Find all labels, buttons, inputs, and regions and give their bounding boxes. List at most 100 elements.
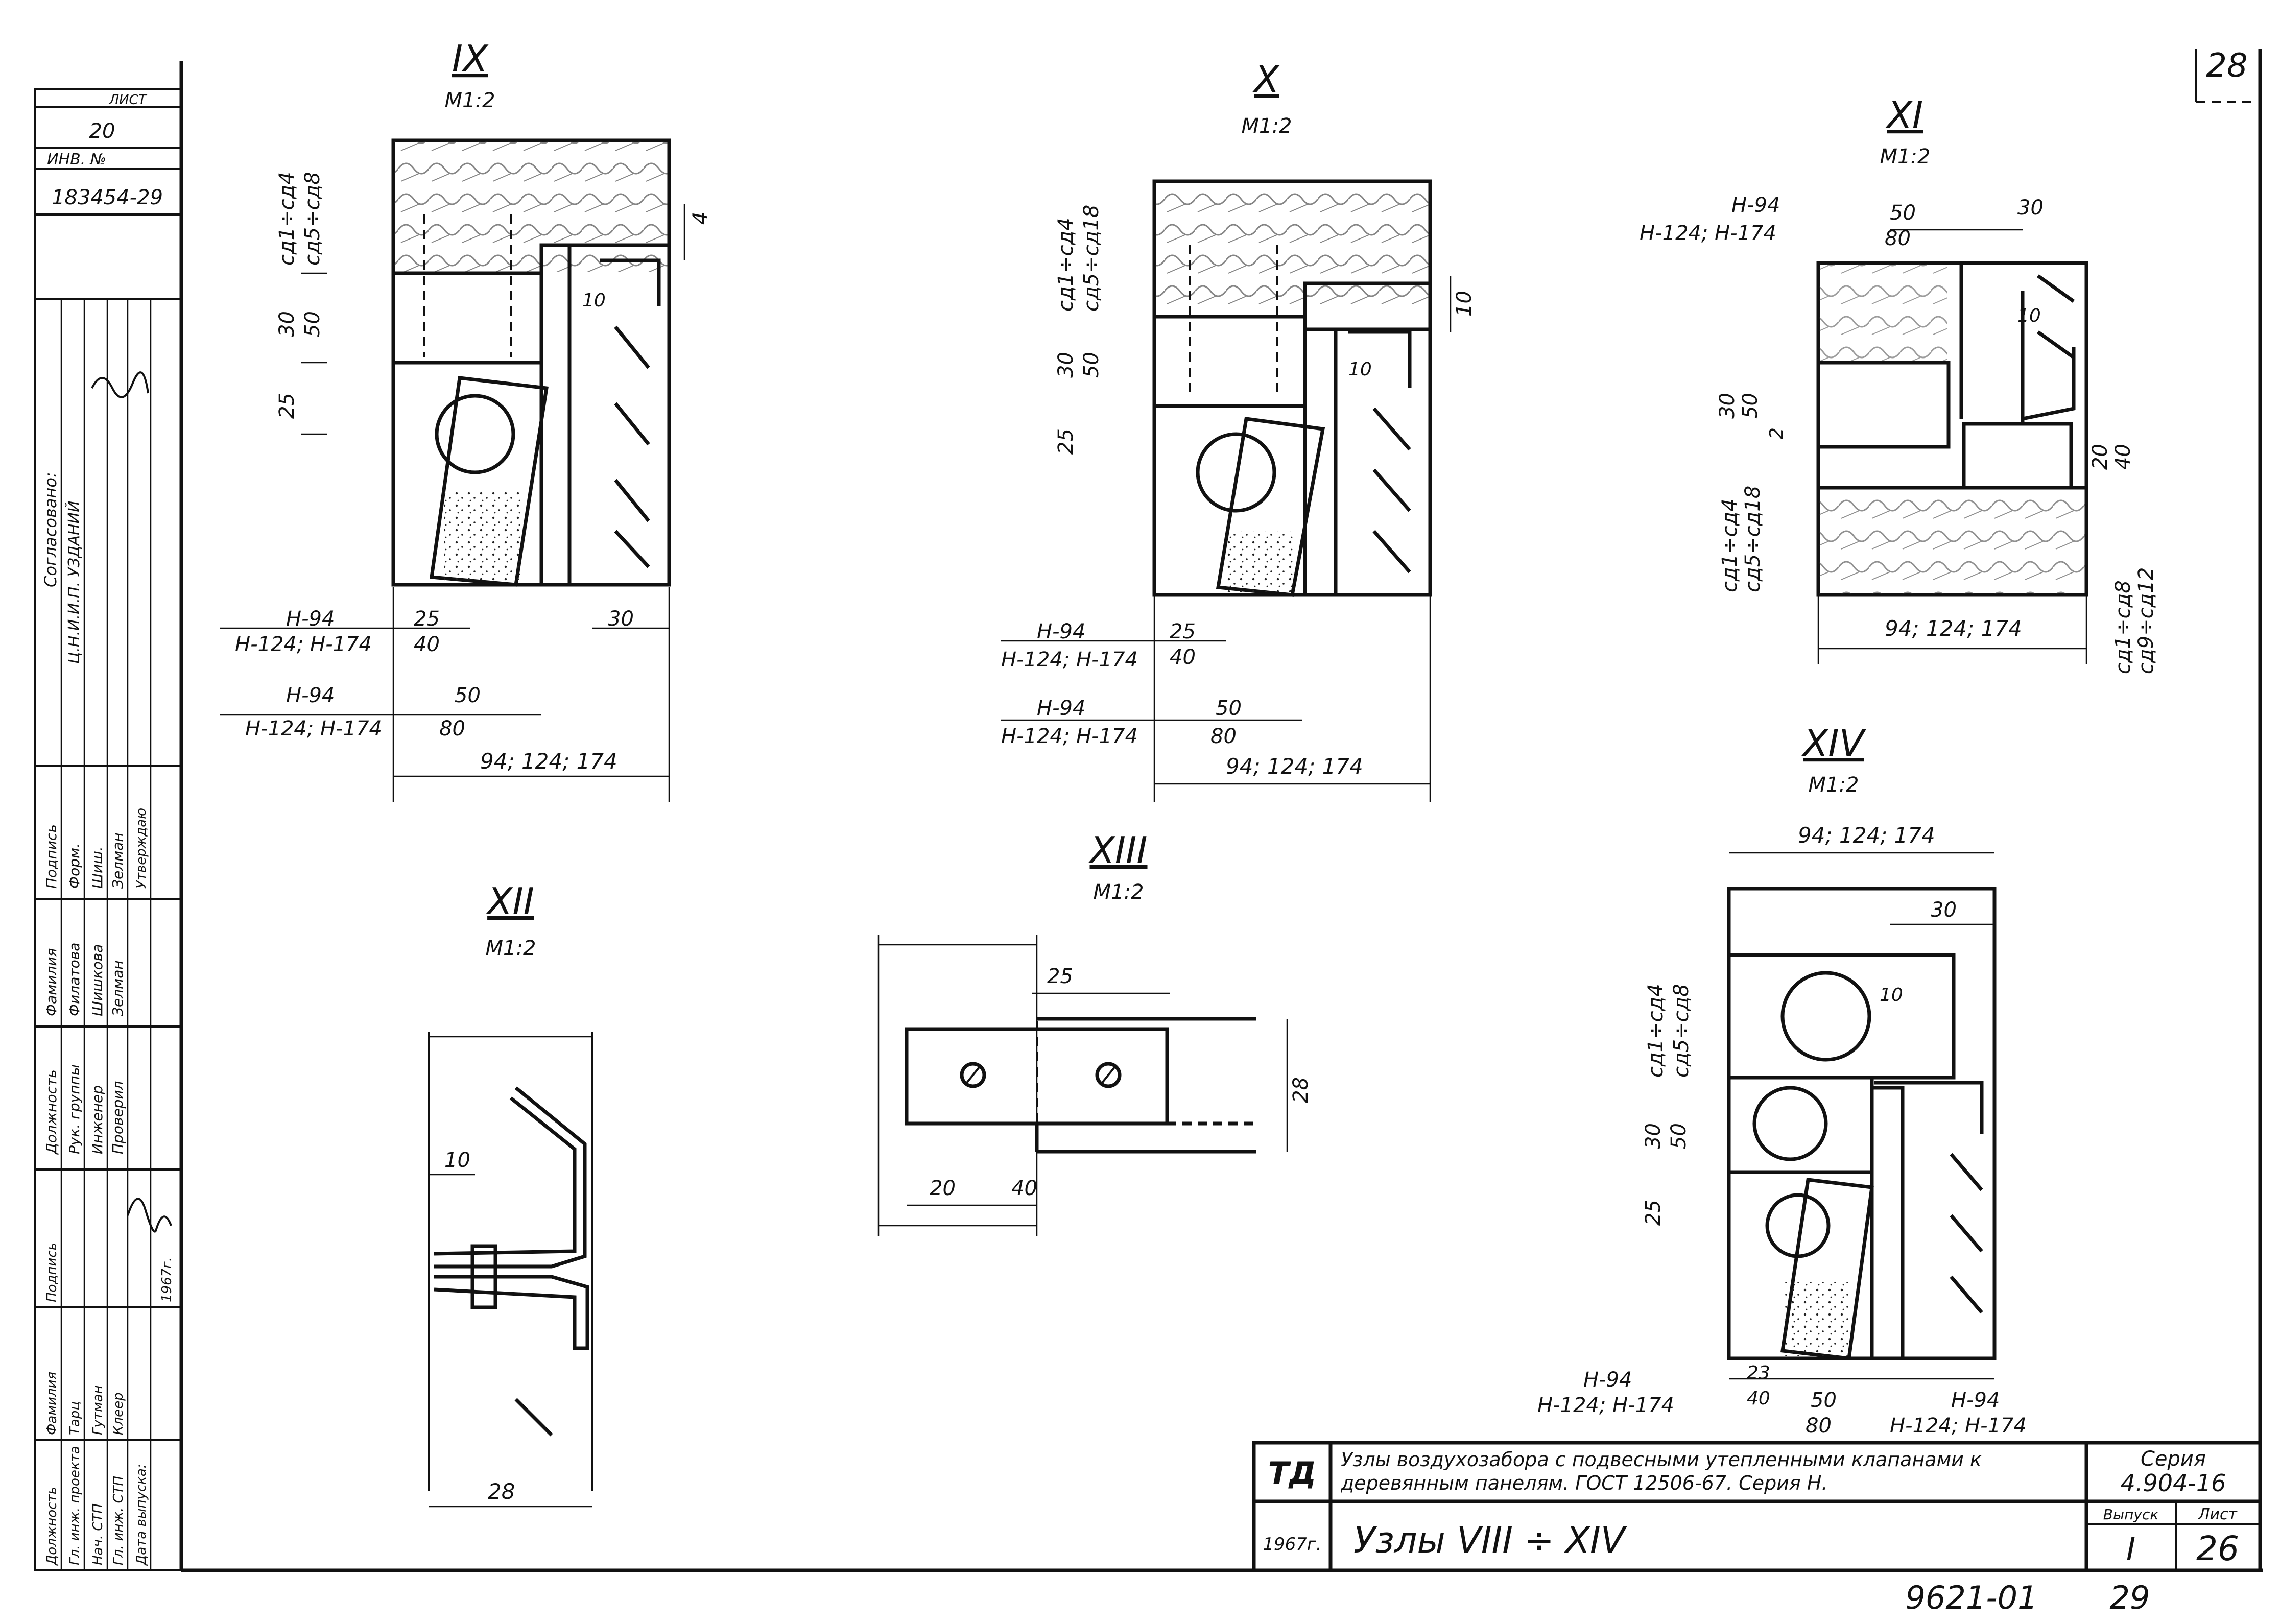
view-xi-dim-h124: Н-124; Н-174 [1640,222,1776,245]
view-xiv-dim-h94-b: Н-94 [1951,1389,2000,1412]
view-xii-numeral: XII [485,880,534,923]
strip-row-a1-sign: Форм. [66,843,83,889]
view-xiv-dim-50: 50 [1667,1123,1691,1149]
view-ix-dim-h124-a: Н-124; Н-174 [235,633,372,656]
view-x: X М1:2 сд1÷сд4 сд5÷сд18 30 50 25 10 10 Н… [1001,58,1476,802]
strip-release-label: Дата выпуска: [134,1464,149,1566]
strip-row-b1-name: Тарц [67,1401,83,1435]
sheet-value: 26 [2196,1529,2239,1568]
sheet-number: 28 [2206,47,2247,85]
view-xi-dim-sd1: сд1÷сд4 [1718,498,1742,592]
view-x-dim-50b: 50 [1216,697,1242,720]
view-ix-dim-4: 4 [689,212,712,225]
view-x-dim-10a: 10 [1453,291,1476,317]
view-ix-dim-25: 25 [275,393,299,419]
strip-header-b-name: Фамилия [44,1372,60,1435]
strip-year: 1967г. [159,1257,175,1302]
view-ix-dim-50b: 50 [455,684,481,707]
view-ix-dim-h124-b: Н-124; Н-174 [245,717,382,741]
strip-row-b2-name: Гутман [90,1385,106,1435]
view-ix-scale: М1:2 [445,89,495,112]
view-xiv-dim-50b: 50 [1811,1389,1837,1412]
signature-mark [91,371,149,398]
strip-header-a-role: Должность [43,1069,60,1155]
strip-row-a3-sign: Зелман [109,832,126,889]
title-block [1252,1441,2262,1572]
view-ix: IX М1:2 сд1÷сд4 сд5÷сд8 30 50 25 4 10 Н [220,37,712,802]
view-ix-dim-40: 40 [414,633,440,656]
view-ix-dim-25b: 25 [414,607,440,631]
view-x-dim-h94-b: Н-94 [1037,697,1085,720]
view-x-dim-h124-a: Н-124; Н-174 [1001,648,1138,672]
view-xi-dim-10: 10 [2017,305,2041,326]
view-xi-dim-sd1b: сд1÷сд8 [2111,580,2135,674]
view-xiv-dim-h94-a: Н-94 [1583,1368,1632,1392]
view-xiv-dim-sd1: сд1÷сд4 [1644,984,1668,1078]
view-x-numeral: X [1252,58,1280,101]
view-xi: XI М1:2 Н-94 Н-124; Н-174 50 80 30 10 30… [1640,93,2158,674]
view-ix-dim-h94-a: Н-94 [286,607,335,631]
strip-row-a2-sign: Шиш. [89,846,106,889]
view-xiv-dim-sd5: сд5÷сд8 [1670,984,1693,1078]
sheet-label: Лист [2198,1506,2238,1523]
view-x-dim-25: 25 [1054,428,1078,455]
view-xiii-numeral: XIII [1087,829,1147,872]
view-xiv-scale: М1:2 [1809,773,1859,797]
view-x-dim-30: 30 [1054,352,1078,378]
view-xi-numeral: XI [1885,93,1923,136]
view-xiv-dim-23: 23 [1747,1363,1770,1383]
view-xiv-dim-h124-b: Н-124; Н-174 [1890,1414,2027,1438]
title-main: Узлы VIII ÷ XIV [1353,1519,1627,1561]
view-x-dim-80: 80 [1210,725,1237,748]
strip-row-a1-role: Рук. группы [66,1064,83,1154]
title-org: ТД [1268,1455,1316,1491]
view-ix-dim-sd1: сд1÷сд4 [275,172,299,266]
strip-header-b-sign: Подпись [44,1243,60,1302]
view-xi-scale: М1:2 [1880,145,1931,169]
strip-row-b3-name: Клеер [111,1392,126,1435]
view-xiii-dim-28: 28 [1289,1077,1313,1103]
view-xi-dim-width: 94; 124; 174 [1885,616,2022,641]
view-xiii: XIII М1:2 25 28 20 40 [877,829,1313,1236]
view-x-dim-50: 50 [1080,352,1103,378]
view-ix-dim-10: 10 [582,290,606,311]
strip-row-a3-name: Зелман [109,960,126,1016]
view-xi-dim-30a: 30 [2017,196,2044,220]
view-x-scale: М1:2 [1242,114,1292,138]
title-description: Узлы воздухозабора с подвесными утепленн… [1341,1448,1982,1494]
strip-approved-label: Утверждаю [134,808,149,889]
series-label: Серия [2141,1447,2206,1471]
view-xiv-dim-25: 25 [1642,1200,1665,1226]
view-xi-dim-20: 20 [2088,444,2112,470]
view-xiv-dim-40: 40 [1747,1388,1770,1409]
view-xi-dim-h94: Н-94 [1731,194,1780,217]
view-xiii-dim-25: 25 [1047,965,1073,988]
view-xi-dim-2: 2 [1766,427,1787,439]
strip-row-b1-role: Гл. инж. проекта [67,1446,83,1565]
strip-row-a2-name: Шишкова [89,944,106,1016]
view-ix-dim-30: 30 [275,311,299,337]
view-x-dim-25b: 25 [1170,620,1196,643]
strip-row-a2-role: Инженер [89,1085,106,1154]
view-xi-dim-40: 40 [2111,444,2135,470]
view-xii: XII М1:2 10 28 [428,880,593,1508]
view-xiv-dim-width: 94; 124; 174 [1798,823,1935,848]
series-value: 4.904-16 [2121,1469,2226,1497]
strip-row-a3-role: Проверил [109,1081,126,1154]
view-ix-dim-30b: 30 [608,607,634,631]
view-x-dim-10b: 10 [1348,359,1372,380]
strip-row-b2-role: Нач. СТП [90,1503,106,1565]
view-ix-dim-sd5: сд5÷сд8 [301,172,324,266]
view-xii-dim-10: 10 [444,1149,470,1172]
view-xiv-dim-h124-a: Н-124; Н-174 [1537,1394,1674,1417]
strip-engineer-label: Ц.Н.И.И.П. УЗДАНИЙ [65,501,83,664]
view-x-dim-40: 40 [1170,646,1196,669]
view-xiv-dim-30b: 30 [1642,1123,1665,1149]
view-xi-dim-sd9: сд9÷сд12 [2134,567,2158,674]
strip-header-a-sign: Подпись [43,824,60,889]
issue-value: I [2126,1531,2135,1568]
view-x-dim-sd1: сд1÷сд4 [1054,218,1078,312]
strip-sheet-number: 20 [89,120,115,143]
issue-label: Выпуск [2103,1506,2159,1523]
